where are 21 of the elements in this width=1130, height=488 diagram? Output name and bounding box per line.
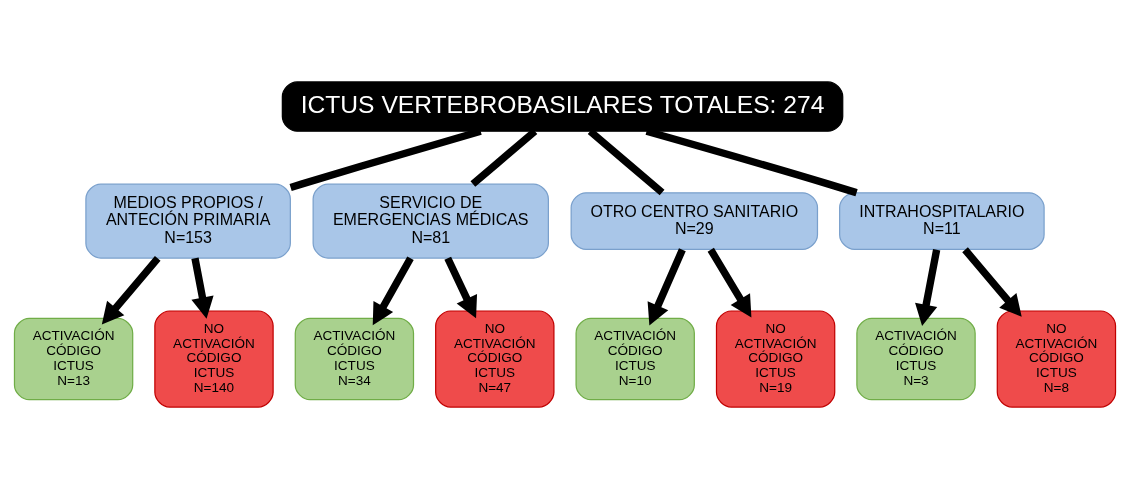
node-box: ACTIVACIÓN CÓDIGO ICTUS N=34: [294, 317, 415, 400]
node-box: SERVICIO DE EMERGENCIAS MÉDICAS N=81: [312, 183, 549, 259]
node-box: MEDIOS PROPIOS / ANTECIÓN PRIMARIA N=153: [85, 183, 291, 259]
node-box: NO ACTIVACIÓN CÓDIGO ICTUS N=140: [154, 309, 274, 408]
node-box: ACTIVACIÓN CÓDIGO ICTUS N=10: [575, 317, 695, 400]
node-box: ACTIVACIÓN CÓDIGO ICTUS N=13: [13, 317, 134, 400]
node-box: NO ACTIVACIÓN CÓDIGO ICTUS N=19: [715, 309, 836, 408]
node-box: ACTIVACIÓN CÓDIGO ICTUS N=3: [856, 317, 976, 400]
node-box: NO ACTIVACIÓN CÓDIGO ICTUS N=47: [435, 309, 555, 408]
node-box: OTRO CENTRO SANITARIO N=29: [570, 191, 819, 250]
arrow: [707, 247, 752, 317]
arrow: [191, 257, 214, 319]
arrow: [372, 255, 414, 325]
arrow: [444, 256, 478, 318]
node-box: INTRAHOSPITALARIO N=11: [839, 191, 1045, 250]
node-box: ICTUS VERTEBROBASILARES TOTALES: 274: [281, 80, 844, 132]
arrow: [101, 255, 161, 324]
arrow: [915, 248, 941, 326]
arrow: [647, 247, 686, 325]
node-box: NO ACTIVACIÓN CÓDIGO ICTUS N=8: [996, 309, 1117, 408]
arrow: [962, 246, 1022, 317]
